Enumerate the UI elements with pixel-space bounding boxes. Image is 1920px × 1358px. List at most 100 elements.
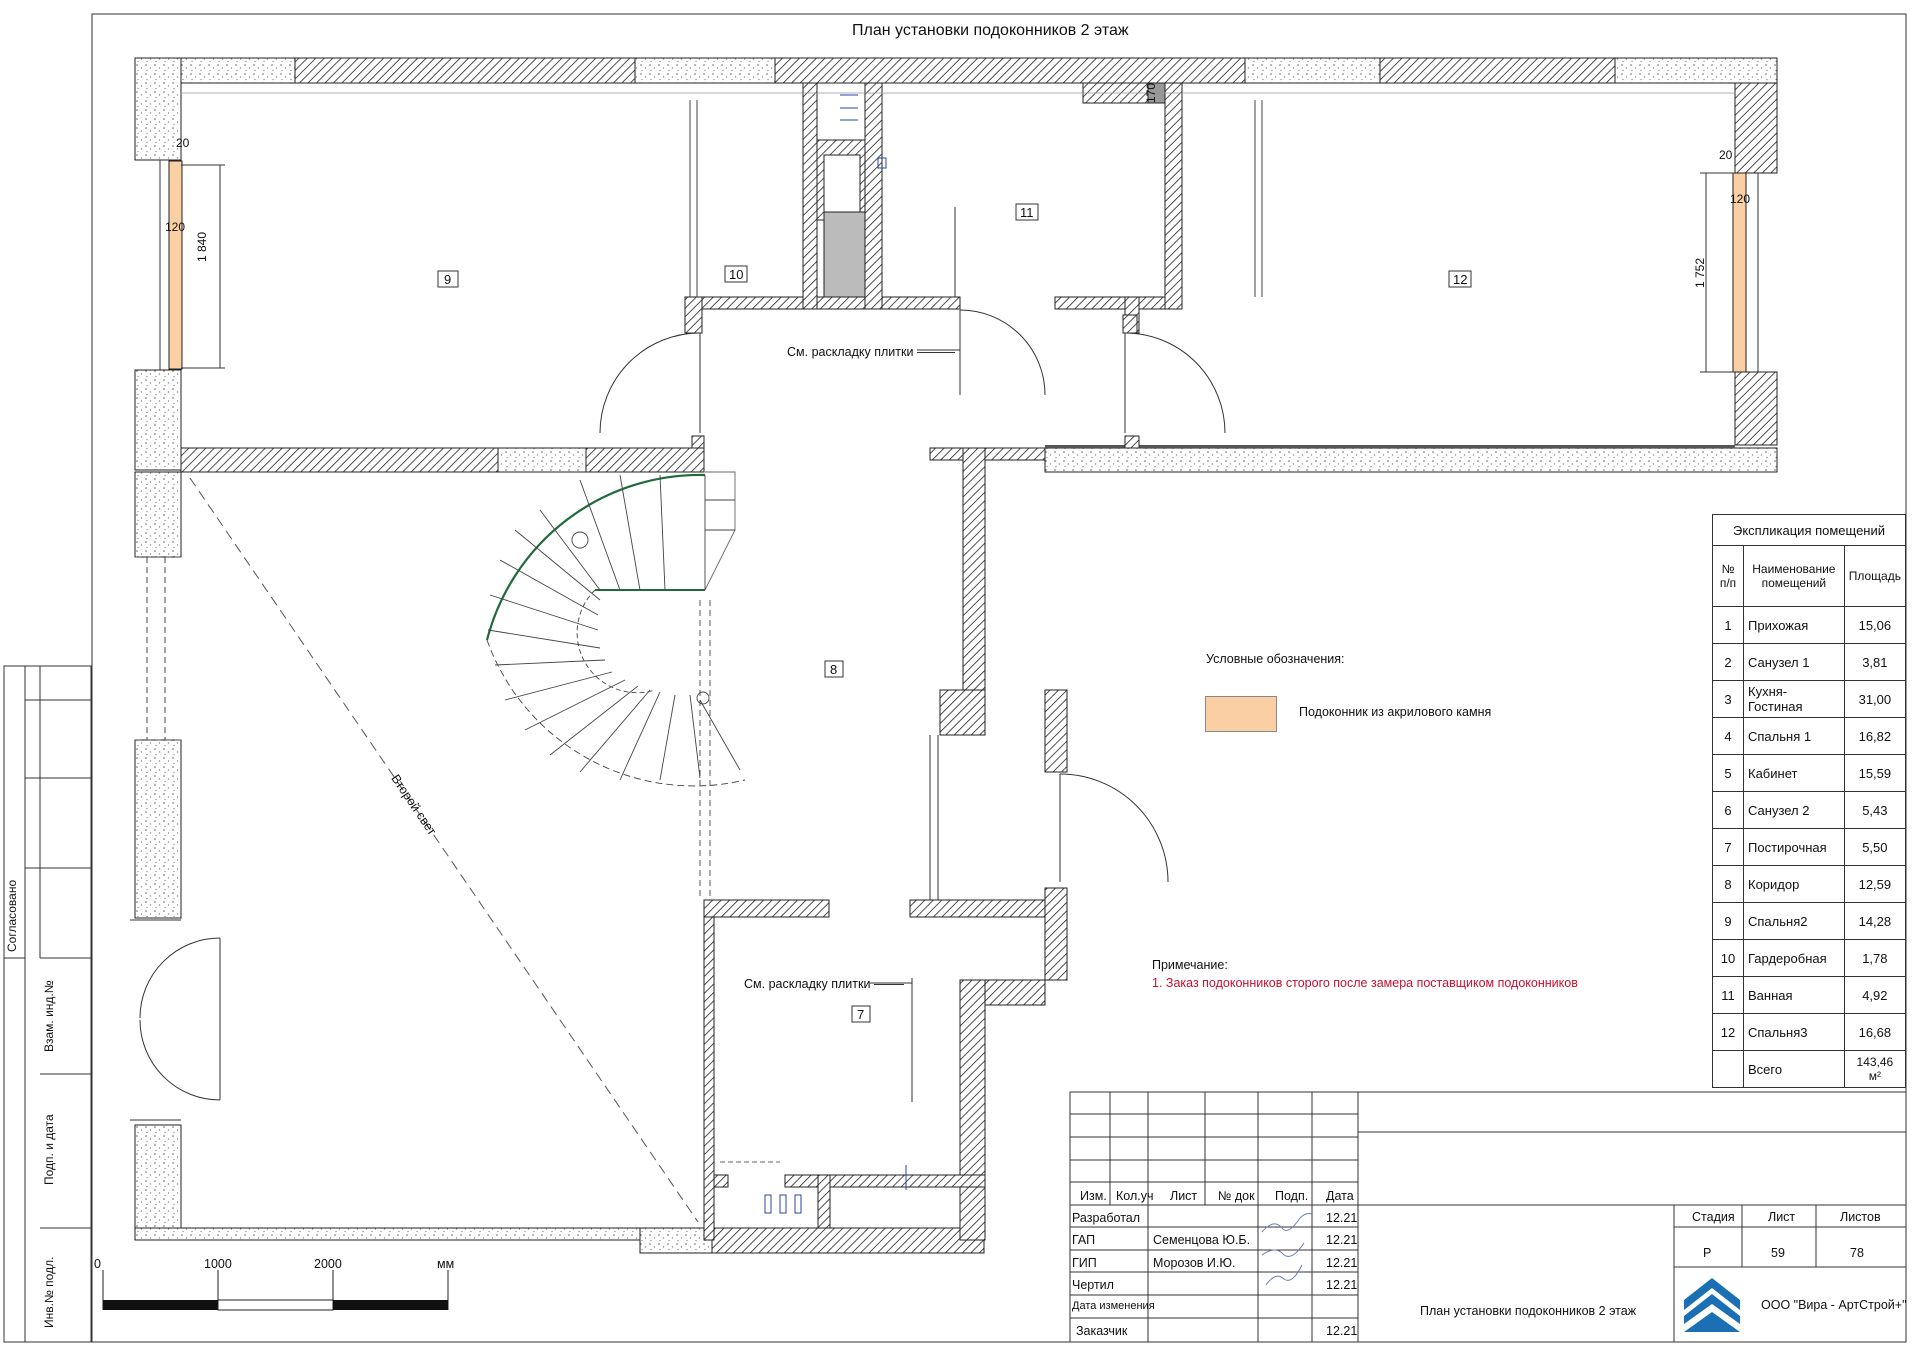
explication-cell-no: 8: [1712, 865, 1744, 903]
sill-right: [1732, 172, 1747, 373]
stamp-soglasovano: Согласовано: [5, 879, 19, 952]
explication-cell-area: 16,82: [1843, 717, 1907, 755]
explication-cell-area: 5,50: [1843, 828, 1907, 866]
scale-label-1000: 1000: [204, 1257, 232, 1271]
explication-cell-area: 1,78: [1843, 939, 1907, 977]
tb-role-4: Дата изменения: [1072, 1300, 1155, 1312]
explication-cell-no: 4: [1712, 717, 1744, 755]
tb-role-1: ГАП: [1072, 1233, 1096, 1247]
side-stamp: [3, 665, 92, 1343]
explication-cell-no: 12: [1712, 1013, 1744, 1051]
tb-sheet-title: План установки подоконников 2 этаж: [1420, 1304, 1637, 1318]
stamp-inv: Инв.№ подл.: [42, 1256, 56, 1328]
room-9-label: 9: [444, 272, 452, 287]
header-area: Площадь: [1843, 545, 1907, 607]
legend-item-sill-label: Подоконник из акрилового камня: [1299, 705, 1492, 719]
tb-role-2: ГИП: [1072, 1256, 1097, 1270]
explication-cell-name: Гардеробная: [1743, 939, 1845, 977]
room-10-label: 10: [729, 267, 744, 282]
room-tags: [437, 203, 1472, 1023]
tile-note-lower-text: См. раскладку плитки: [744, 977, 871, 991]
title-block-grid: [1069, 1091, 1907, 1343]
tb-sheets: 78: [1850, 1246, 1864, 1260]
explication-cell-name: Спальня2: [1743, 902, 1845, 940]
tb-h-data: Дата: [1326, 1189, 1354, 1203]
stamp-podp-data: Подп. и дата: [42, 1114, 56, 1185]
tb-h-izm: Изм.: [1080, 1189, 1107, 1203]
sill-left: [168, 160, 183, 370]
tile-note-upper: См. раскладку плитки: [787, 345, 955, 359]
explication-cell-area: 16,68: [1843, 1013, 1907, 1051]
tile-note-upper-text: См. раскладку плитки: [787, 345, 914, 359]
dim-left-length: 1 840: [195, 231, 209, 262]
tb-date-5: 12.21: [1326, 1324, 1358, 1338]
tb-h-podp: Подп.: [1275, 1189, 1309, 1203]
dim-170: 170: [1144, 82, 1158, 103]
tb-h-kol: Кол.уч: [1116, 1189, 1154, 1203]
room-12-label: 12: [1453, 272, 1468, 287]
legend-title: Условные обозначения:: [1206, 652, 1345, 666]
explication-cell-name: Санузел 2: [1743, 791, 1845, 829]
tb-role-5: Заказчик: [1076, 1324, 1128, 1338]
explication-cell-name: Спальня 1: [1743, 717, 1845, 755]
tb-name-2: Морозов И.Ю.: [1153, 1256, 1236, 1270]
dim-right-depth: 20: [1719, 148, 1733, 162]
stamp-vzam: Взам. инд.№: [42, 980, 56, 1052]
tb-role-3: Чертил: [1072, 1278, 1114, 1292]
explication-cell-name: Постирочная: [1743, 828, 1845, 866]
tb-stage-label: Стадия: [1692, 1210, 1735, 1224]
explication-cell-name: Прихожая: [1743, 606, 1845, 644]
explication-cell-no: 7: [1712, 828, 1744, 866]
sheet-frame: [91, 13, 1907, 1343]
explication-cell-name: Кабинет: [1743, 754, 1845, 792]
tb-h-list: Лист: [1170, 1189, 1198, 1203]
scale-label-2000: 2000: [314, 1257, 342, 1271]
explication-cell-no: 10: [1712, 939, 1744, 977]
scale-label-0: 0: [94, 1257, 101, 1271]
tb-role-0: Разработал: [1072, 1211, 1141, 1225]
note-text: 1. Заказ подоконников сторого после заме…: [1152, 976, 1578, 990]
explication-cell-no: 3: [1712, 680, 1744, 718]
doors: [130, 309, 1226, 1121]
explication-cell-area: 3,81: [1843, 643, 1907, 681]
explication-cell-name: Санузел 1: [1743, 643, 1845, 681]
note-title: Примечание:: [1152, 958, 1228, 972]
explication-cell-name: Кухня-Гостиная: [1743, 680, 1845, 718]
legend-swatch-sill: [1205, 696, 1277, 732]
tb-date-3: 12.21: [1326, 1278, 1358, 1292]
explication-cell-name: Спальня3: [1743, 1013, 1845, 1051]
dim-left-width: 120: [165, 220, 186, 234]
signatures: [1261, 1213, 1313, 1286]
tb-date-2: 12.21: [1326, 1256, 1358, 1270]
total-label: Всего: [1743, 1050, 1845, 1088]
tb-sheets-label: Листов: [1840, 1210, 1881, 1224]
explication-cell-name: Коридор: [1743, 865, 1845, 903]
scale-bar: [102, 1270, 449, 1311]
tb-sheet-label: Лист: [1768, 1210, 1796, 1224]
company-logo: [1682, 1272, 1742, 1334]
total-value: 143,46 м²: [1843, 1050, 1907, 1088]
explication-cell-no: 6: [1712, 791, 1744, 829]
explication-cell-no: 2: [1712, 643, 1744, 681]
scale-unit: мм: [437, 1257, 455, 1271]
room-explication-table: Экспликация помещений № п/п Наименование…: [1712, 514, 1907, 1088]
dim-right-width: 120: [1730, 192, 1751, 206]
room-11-label: 11: [1020, 205, 1034, 220]
header-name: Наименование помещений: [1743, 545, 1845, 607]
dim-left-depth: 20: [176, 136, 190, 150]
dim-right-length: 1 752: [1693, 257, 1707, 288]
total-empty: [1712, 1050, 1744, 1088]
tb-h-ndok: № док: [1218, 1189, 1255, 1203]
